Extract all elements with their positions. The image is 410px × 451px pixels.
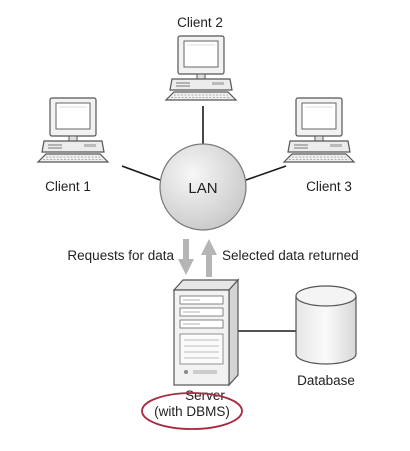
client-2-label: Client 2 [177,15,223,30]
connection-lines [121,106,296,332]
lan-hub [159,143,247,231]
client-1-label: Client 1 [45,179,91,194]
request-arrow-icon [178,239,194,275]
database-label: Database [297,373,355,388]
lan-label: LAN [188,180,217,197]
client-3-computer-icon [283,97,355,163]
server-label-line2: (with DBMS) [154,404,230,419]
request-flow-label: Requests for data [67,248,174,263]
dbms-highlight-ring [141,392,243,430]
database-cylinder-icon [295,285,357,365]
server-label-line1: Server [185,388,225,403]
response-arrow-icon [201,239,217,277]
response-flow-label: Selected data returned [222,248,359,263]
link-client3-lan [245,165,287,181]
server-tower-icon [172,278,240,387]
client-1-computer-icon [37,97,109,163]
client-3-label: Client 3 [306,179,352,194]
link-client1-lan [121,165,161,181]
client-2-computer-icon [165,35,237,101]
